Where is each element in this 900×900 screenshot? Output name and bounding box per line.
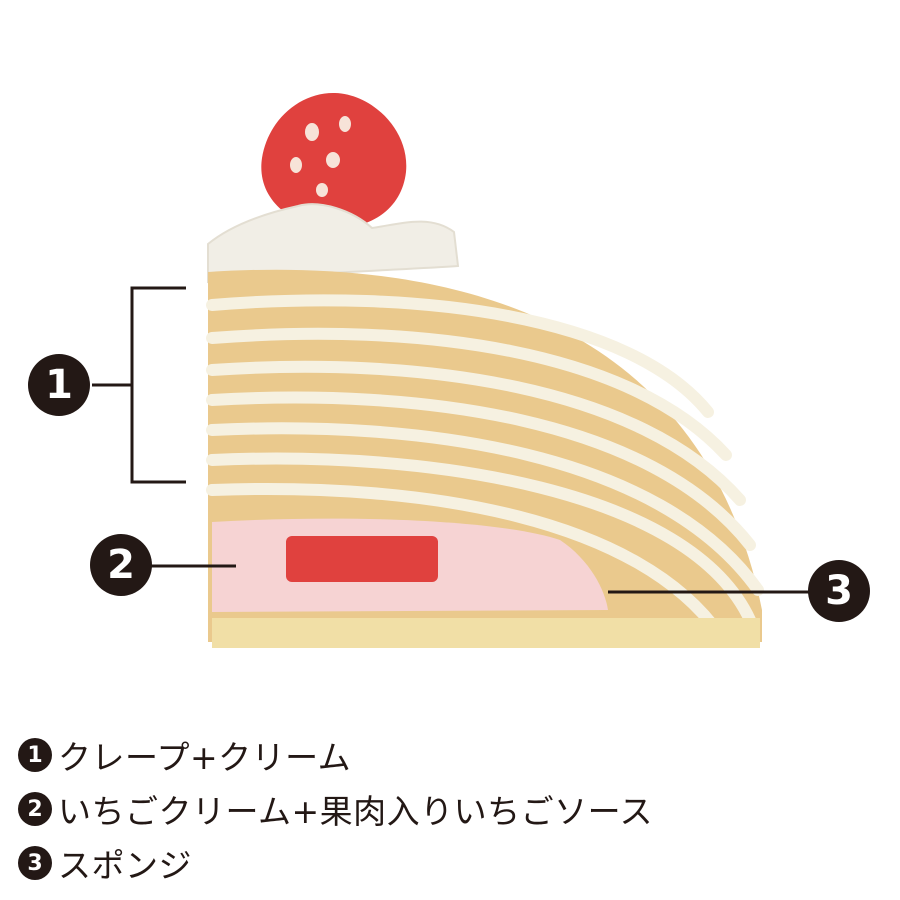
legend-label-1: クレープ+クリーム	[58, 738, 352, 777]
sponge-base	[212, 618, 760, 648]
strawberry-sauce-piece	[286, 536, 438, 582]
leader-lines	[92, 286, 810, 594]
callout-2: 2	[90, 534, 152, 596]
callout-1: 1	[28, 354, 90, 416]
legend-label-2: いちごクリーム+果肉入りいちごソース	[58, 792, 654, 831]
callout-3: 3	[808, 560, 870, 622]
strawberry-topping	[261, 92, 407, 229]
legend-number-1: 1	[18, 738, 52, 772]
legend-number-2: 2	[18, 792, 52, 826]
legend-item-crepe-cream: 1 クレープ+クリーム	[18, 728, 653, 782]
legend-item-strawberry-cream: 2 いちごクリーム+果肉入りいちごソース	[18, 782, 653, 836]
bracket-1	[130, 286, 186, 484]
legend-label-3: スポンジ	[58, 846, 192, 885]
legend: 1 クレープ+クリーム 2 いちごクリーム+果肉入りいちごソース 3 スポンジ	[18, 728, 653, 890]
legend-number-3: 3	[18, 846, 52, 880]
legend-item-sponge: 3 スポンジ	[18, 836, 653, 890]
